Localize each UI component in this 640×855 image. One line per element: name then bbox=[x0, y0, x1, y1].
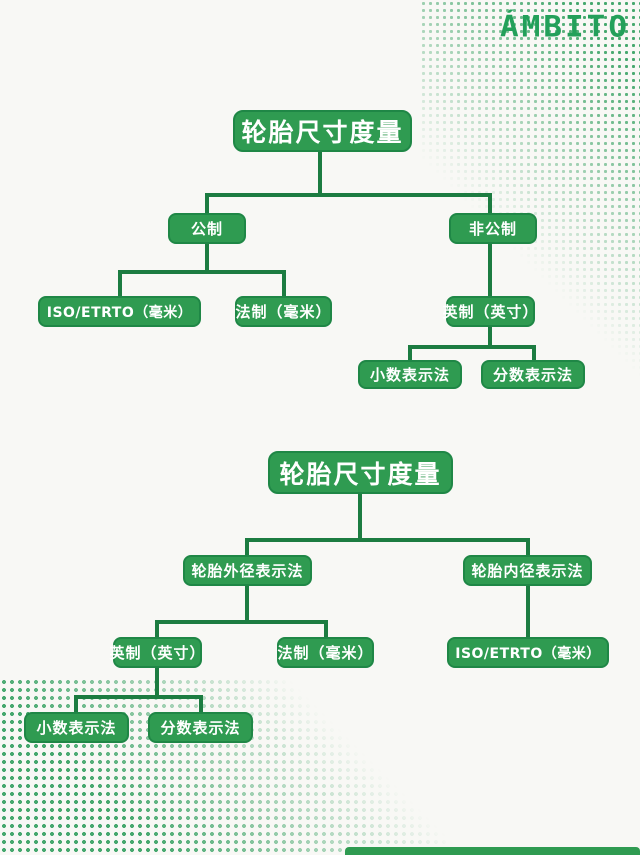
connector-line bbox=[74, 695, 203, 699]
connector-line bbox=[526, 538, 530, 557]
bottom-edge-green-strip bbox=[345, 847, 640, 855]
connector-line bbox=[155, 668, 159, 698]
tree1-node-decimal: 小数表示法 bbox=[358, 360, 462, 389]
connector-line bbox=[318, 152, 322, 197]
tree1-node-imperial: 英制（英寸） bbox=[443, 296, 538, 327]
tree2-node-french: 法制（毫米） bbox=[277, 637, 374, 668]
connector-line bbox=[205, 244, 209, 274]
tree1-node-iso-etrto: ISO/ETRTO（毫米） bbox=[38, 296, 201, 327]
tree1-root-node: 轮胎尺寸度量 bbox=[233, 110, 412, 152]
connector-line bbox=[358, 494, 362, 542]
tree2-node-imperial: 英制（英寸） bbox=[110, 637, 205, 668]
connector-line bbox=[118, 270, 286, 274]
connector-line bbox=[245, 586, 249, 624]
connector-line bbox=[408, 345, 536, 349]
tree2-node-iso-etrto: ISO/ETRTO（毫米） bbox=[447, 637, 609, 668]
connector-line bbox=[118, 270, 122, 298]
connector-line bbox=[205, 193, 492, 197]
connector-line bbox=[532, 345, 536, 362]
connector-line bbox=[526, 586, 530, 639]
tree2-root-node: 轮胎尺寸度量 bbox=[268, 451, 453, 494]
tree1-node-non-metric: 非公制 bbox=[449, 213, 537, 244]
connector-line bbox=[488, 327, 492, 348]
connector-line bbox=[282, 270, 286, 298]
connector-line bbox=[205, 193, 209, 215]
connector-line bbox=[488, 244, 492, 298]
ambito-logo: ÁMBITO bbox=[500, 9, 630, 45]
connector-line bbox=[408, 345, 412, 362]
connector-line bbox=[488, 193, 492, 215]
tree2-node-fraction: 分数表示法 bbox=[148, 712, 253, 743]
halftone-pattern-bottom-left bbox=[0, 678, 470, 855]
connector-line bbox=[324, 620, 328, 639]
connector-line bbox=[245, 538, 530, 542]
connector-line bbox=[74, 695, 78, 714]
connector-line bbox=[155, 620, 328, 624]
tree1-node-french: 法制（毫米） bbox=[235, 296, 332, 327]
tree1-node-fraction: 分数表示法 bbox=[481, 360, 585, 389]
connector-line bbox=[155, 620, 159, 639]
connector-line bbox=[199, 695, 203, 714]
tree2-node-decimal: 小数表示法 bbox=[24, 712, 129, 743]
tree1-node-metric: 公制 bbox=[168, 213, 246, 244]
connector-line bbox=[245, 538, 249, 557]
tree2-node-outer-diameter: 轮胎外径表示法 bbox=[183, 555, 312, 586]
tree2-node-inner-diameter: 轮胎内径表示法 bbox=[463, 555, 592, 586]
